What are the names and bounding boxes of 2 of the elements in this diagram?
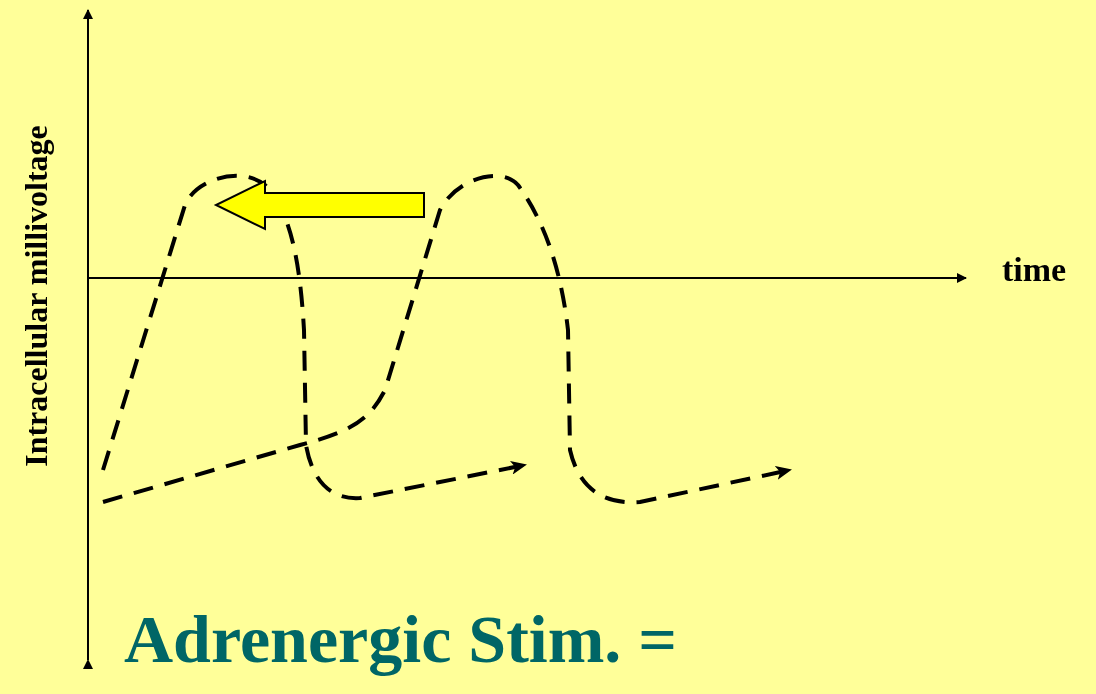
axis-label: time <box>1002 253 1067 287</box>
axis-label: Intracellular millivoltage <box>20 125 52 467</box>
